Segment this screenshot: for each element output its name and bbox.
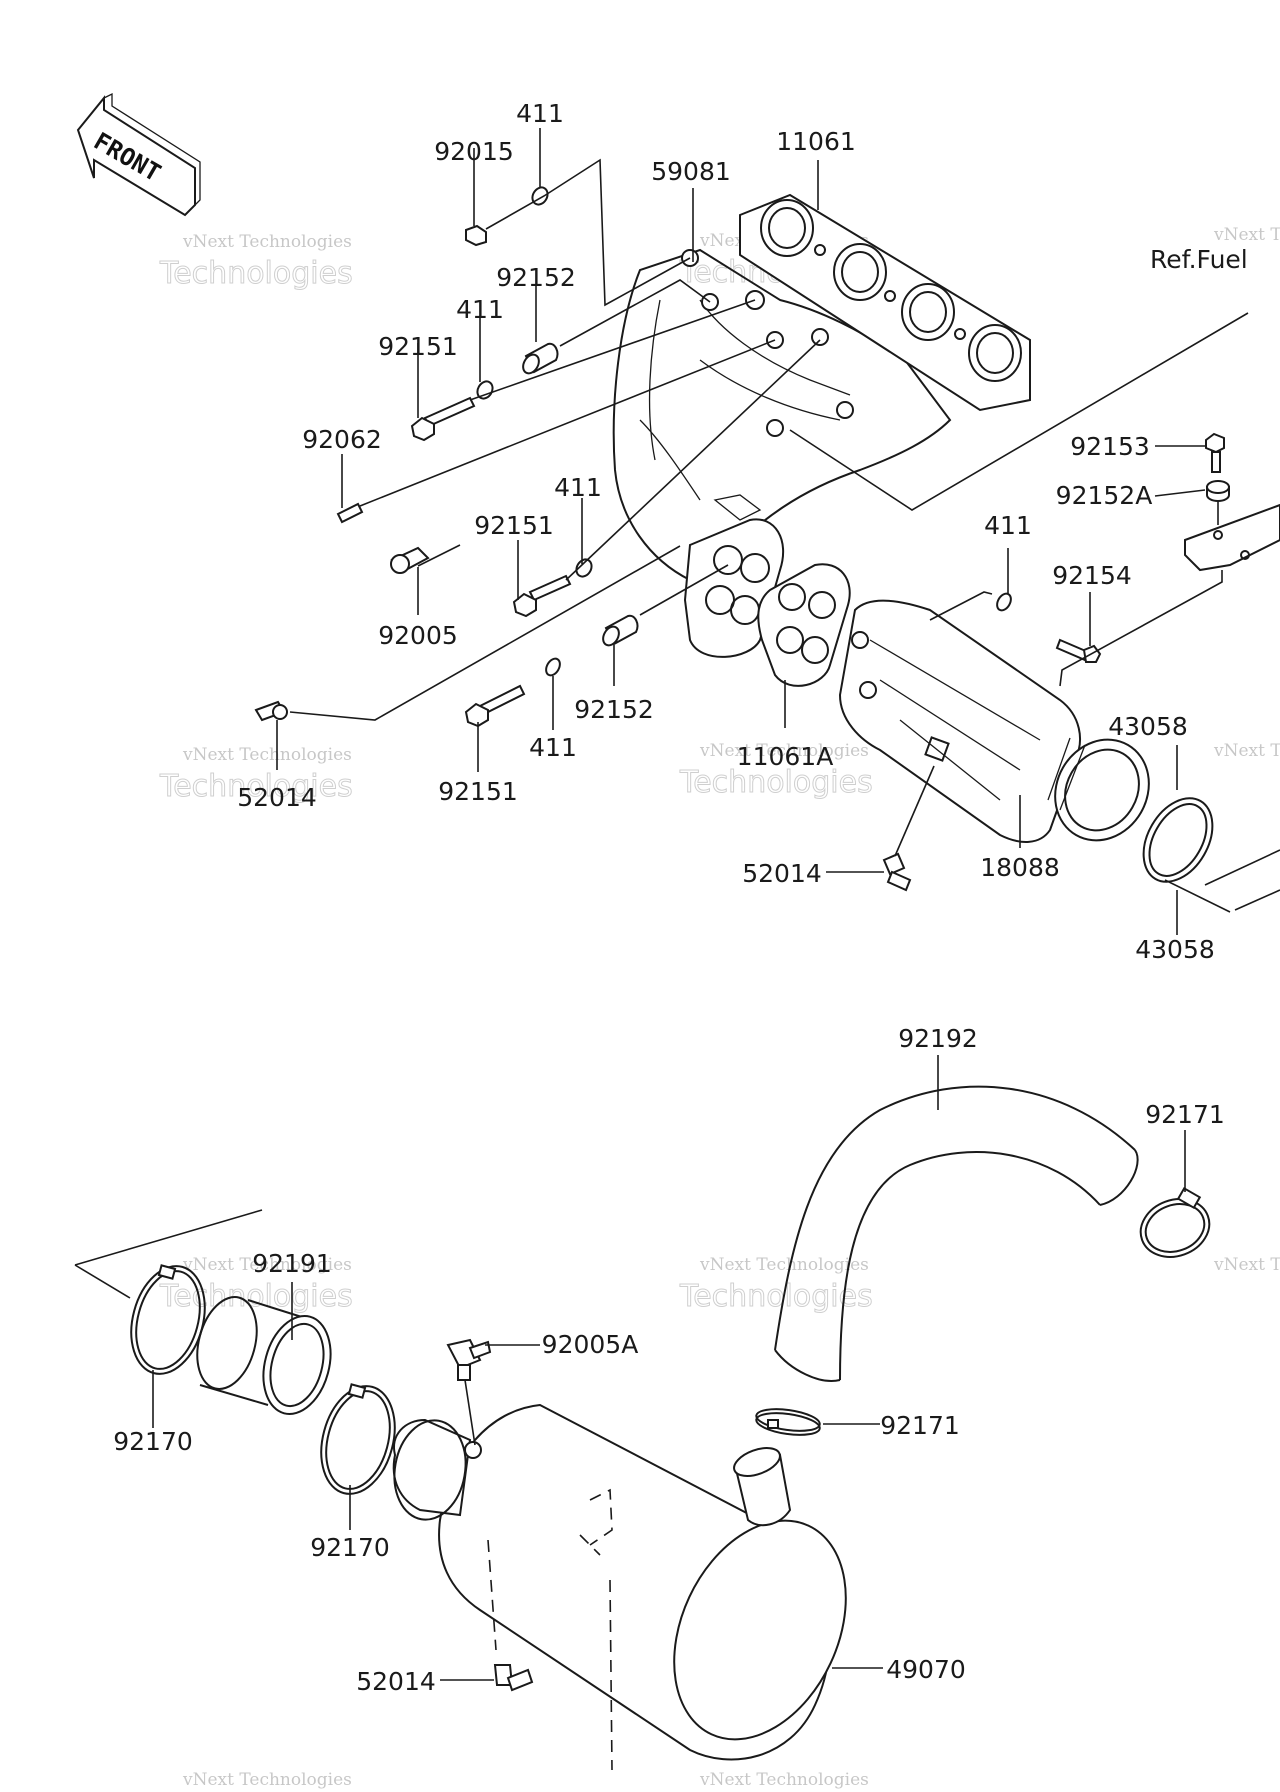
fitting (390, 546, 430, 574)
pin (336, 502, 364, 524)
watermark: vNext Technologies Technologies (159, 1255, 354, 1315)
fitting (254, 700, 288, 722)
bolt (512, 574, 572, 618)
o-ring (1142, 797, 1214, 883)
label-92171: 92171 (1145, 1100, 1225, 1129)
washer (531, 186, 549, 206)
label-49070: 49070 (886, 1655, 966, 1684)
hose (774, 1085, 1139, 1382)
label-92005A: 92005A (542, 1330, 639, 1359)
label-411: 411 (529, 733, 577, 762)
watermark: vNext Technologies Technologies (679, 741, 874, 801)
label-59081: 59081 (651, 157, 731, 186)
svg-text:vNext Technologies: vNext Technologies (182, 232, 352, 252)
collar (522, 342, 559, 375)
svg-text:vNext Technologies: vNext Technologies (699, 1255, 869, 1275)
label-52014: 52014 (237, 783, 317, 812)
bolt (1205, 432, 1225, 473)
leader-lines (74, 128, 1280, 1681)
exhaust-manifold (612, 248, 952, 658)
watermark: vNext Technologies (1213, 1255, 1280, 1275)
svg-text:vNext Technologies: vNext Technologies (1213, 741, 1280, 761)
label-11061A: 11061A (737, 742, 834, 771)
label-92154: 92154 (1052, 561, 1132, 590)
hose-clamp (1139, 1186, 1211, 1258)
label-92170: 92170 (113, 1427, 193, 1456)
collar (1206, 480, 1230, 502)
collar (602, 614, 639, 647)
elbow-fitting (493, 1664, 534, 1692)
front-arrow-icon: FRONT (76, 92, 201, 217)
nut (465, 224, 487, 247)
label-92171: 92171 (880, 1411, 960, 1440)
watermark: vNext Technologies Technologies (159, 232, 354, 292)
svg-text:vNext Technologies: vNext Technologies (699, 1770, 869, 1790)
bolt (464, 684, 526, 728)
svg-text:Technologies: Technologies (679, 1279, 873, 1314)
label-92015: 92015 (434, 137, 514, 166)
label-92152: 92152 (574, 695, 654, 724)
part-labels: 411 92015 11061 59081 Ref.Fuel 92152 411… (113, 99, 1248, 1696)
watermark: vNext Technologies Technologies (679, 1255, 874, 1315)
svg-text:Technologies: Technologies (159, 256, 353, 291)
muffler (392, 1403, 847, 1771)
watermark: vNext Technologies Technologies (159, 745, 354, 805)
exhaust-pipe (838, 599, 1150, 843)
label-92152A: 92152A (1056, 481, 1153, 510)
label-92192: 92192 (898, 1024, 978, 1053)
washer (575, 558, 593, 578)
label-18088: 18088 (980, 853, 1060, 882)
washer (996, 592, 1012, 612)
reference-note: Ref.Fuel (1150, 245, 1248, 274)
label-411: 411 (516, 99, 564, 128)
bolt (1055, 638, 1102, 663)
watermark: vNext Technologies (182, 1770, 352, 1790)
hose-clamp (130, 1264, 206, 1375)
tee-fitting (446, 1338, 492, 1381)
washer (545, 657, 561, 677)
hose-clamp (755, 1408, 821, 1436)
label-92151: 92151 (474, 511, 554, 540)
label-92151: 92151 (438, 777, 518, 806)
elbow-fitting (882, 852, 912, 892)
watermark: vNext Technologies (699, 1770, 869, 1790)
washer (476, 380, 494, 400)
exhaust-gasket (757, 563, 851, 687)
svg-text:vNext Technologies: vNext Technologies (1213, 225, 1280, 245)
label-92005: 92005 (378, 621, 458, 650)
label-43058: 43058 (1108, 712, 1188, 741)
label-92191: 92191 (252, 1249, 332, 1278)
svg-text:Technologies: Technologies (679, 765, 873, 800)
svg-text:Technologies: Technologies (159, 769, 353, 804)
hose (196, 1296, 332, 1416)
label-92151: 92151 (378, 332, 458, 361)
svg-text:vNext Technologies: vNext Technologies (699, 741, 869, 761)
label-411: 411 (554, 473, 602, 502)
label-11061: 11061 (776, 127, 856, 156)
svg-text:vNext Technologies: vNext Technologies (182, 745, 352, 765)
svg-text:Technologies: Technologies (159, 1279, 353, 1314)
watermark: vNext Technologies (1213, 741, 1280, 761)
svg-text:vNext Technologies: vNext Technologies (1213, 1255, 1280, 1275)
label-92152: 92152 (496, 263, 576, 292)
watermark: vNext Technologies (1213, 225, 1280, 245)
svg-text:vNext Technologies: vNext Technologies (182, 1255, 352, 1275)
label-52014: 52014 (742, 859, 822, 888)
label-411: 411 (984, 511, 1032, 540)
label-52014: 52014 (356, 1667, 436, 1696)
bolt (410, 396, 476, 442)
label-92170: 92170 (310, 1533, 390, 1562)
label-92062: 92062 (302, 425, 382, 454)
label-411: 411 (456, 295, 504, 324)
svg-text:vNext Technologies: vNext Technologies (182, 1770, 352, 1790)
front-arrow-text: FRONT (89, 127, 166, 187)
manifold-gasket (739, 193, 1031, 412)
label-92153: 92153 (1070, 432, 1150, 461)
label-43058: 43058 (1135, 935, 1215, 964)
bracket (1184, 503, 1280, 572)
hose-clamp (320, 1383, 396, 1495)
